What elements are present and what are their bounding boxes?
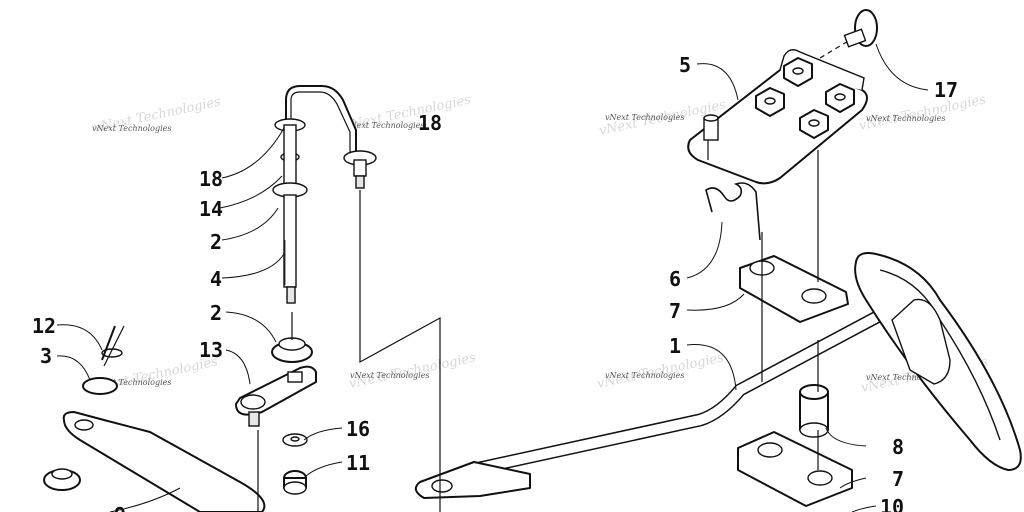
callout-7-upper: 7 xyxy=(669,299,681,323)
callout-18: 18 xyxy=(199,167,223,191)
callout-4: 4 xyxy=(210,267,222,291)
callout-2-lower: 2 xyxy=(210,301,222,325)
watermark: vNext Technologies xyxy=(92,378,171,387)
callout-1: 1 xyxy=(669,334,681,358)
watermark: vNext Technologies xyxy=(345,121,424,130)
watermark: vNext Technologies xyxy=(350,371,429,380)
watermark: vNext Technologies xyxy=(866,373,945,382)
watermark: vNext Technologies xyxy=(605,371,684,380)
callout-5: 5 xyxy=(679,53,691,77)
watermark: vNext Technologies xyxy=(92,124,171,133)
spacer-bushing xyxy=(799,384,829,438)
callout-7-lower: 7 xyxy=(892,467,904,491)
pedal-pad xyxy=(854,252,1022,471)
callout-14: 14 xyxy=(199,197,223,221)
watermark: vNext Technologies xyxy=(605,113,684,122)
callout-10: 10 xyxy=(880,495,904,512)
assembly-lines xyxy=(103,39,851,512)
bushing-and-arm xyxy=(235,337,317,495)
callout-13: 13 xyxy=(199,338,223,362)
callout-11: 11 xyxy=(346,451,370,475)
callout-12: 12 xyxy=(32,314,56,338)
callout-2-upper: 2 xyxy=(210,230,222,254)
callout-9: 9 xyxy=(114,503,126,512)
callout-16: 16 xyxy=(346,417,370,441)
callout-3: 3 xyxy=(40,344,52,368)
pad-upper xyxy=(739,255,849,323)
callout-labels: 5 17 18 18 14 2 4 2 12 3 13 16 11 6 7 1 … xyxy=(32,53,958,512)
watermark: vNext Technologies xyxy=(866,114,945,123)
callout-18-top: 18 xyxy=(418,111,442,135)
mounting-plate xyxy=(687,9,878,185)
leader-lines xyxy=(56,43,929,512)
callout-17: 17 xyxy=(934,78,958,102)
pad-lower xyxy=(737,431,853,507)
left-link-arm xyxy=(43,325,266,512)
callout-8: 8 xyxy=(892,435,904,459)
torsion-spring xyxy=(705,182,761,241)
callout-6: 6 xyxy=(669,267,681,291)
pin-shaft-assembly xyxy=(272,85,377,304)
watermark-group: vNext Technologies vNext Technologies vN… xyxy=(90,92,990,396)
throttle-rod xyxy=(414,303,897,499)
